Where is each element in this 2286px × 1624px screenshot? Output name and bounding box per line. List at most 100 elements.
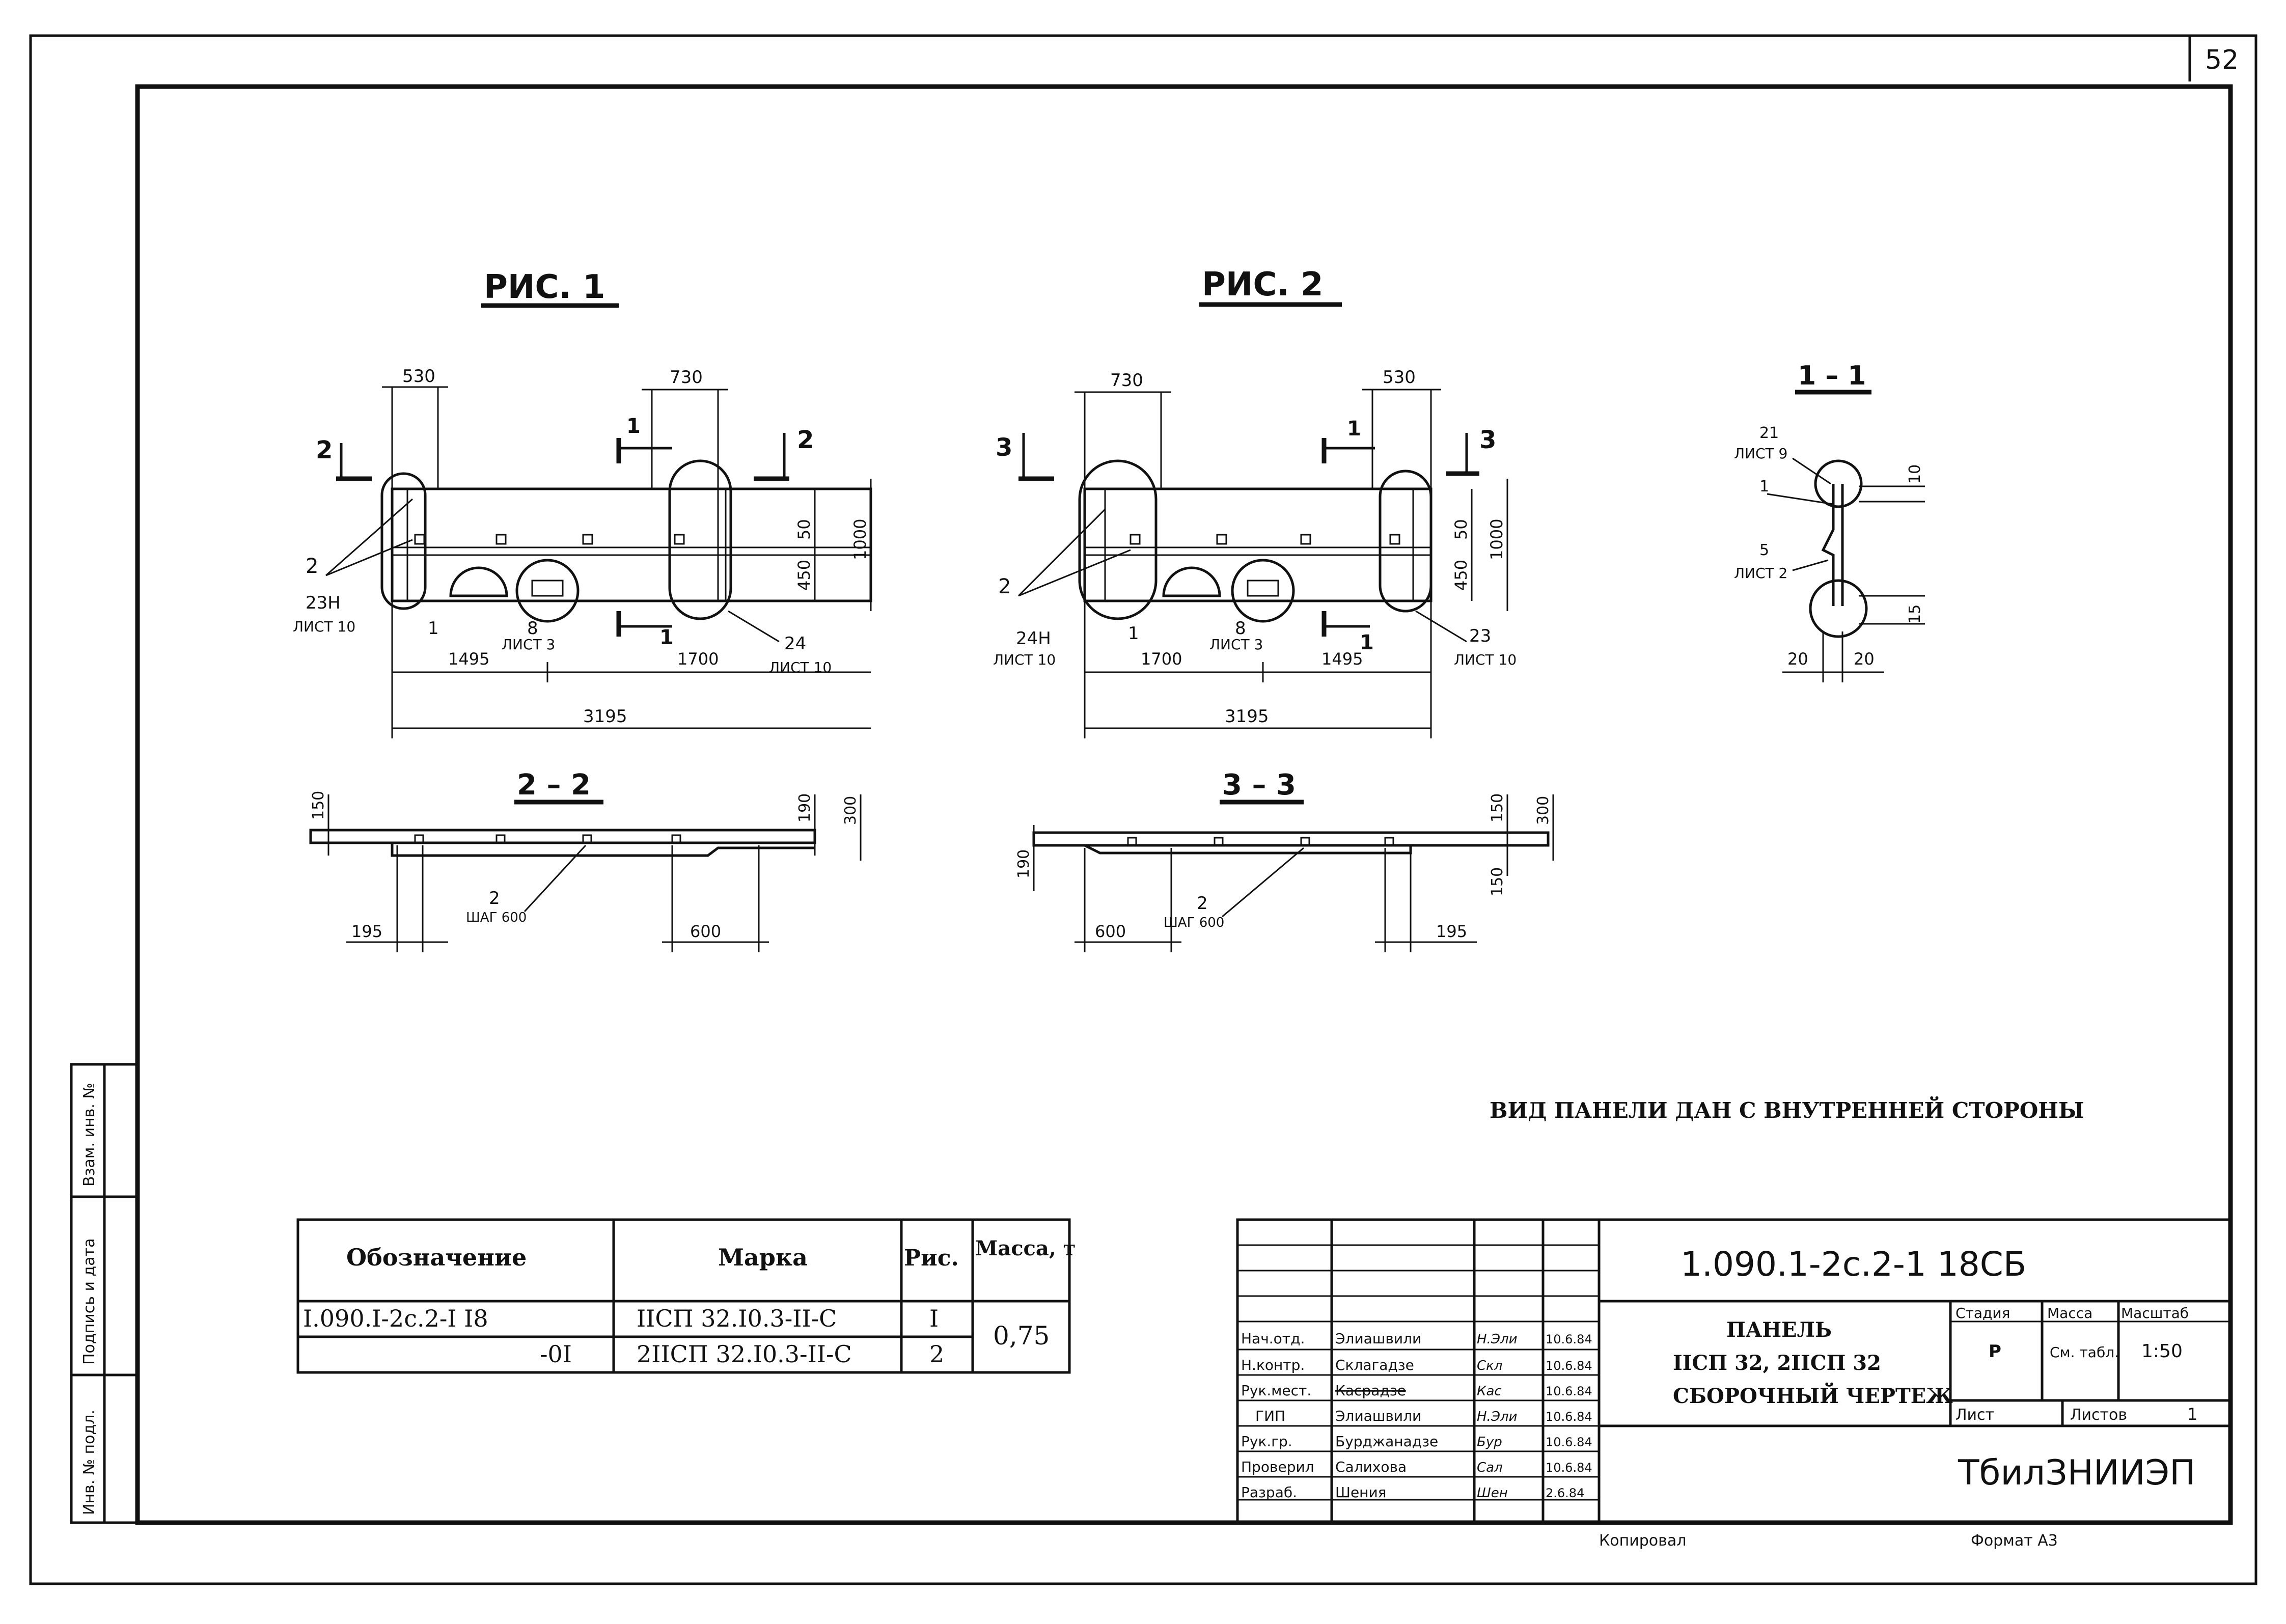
title-line-3: СБОРОЧНЫЙ ЧЕРТЕЖ xyxy=(1673,1383,1953,1408)
spec-row2-fig: 2 xyxy=(929,1340,944,1368)
title-line-2: IIСП 32, 2IIСП 32 xyxy=(1673,1351,1881,1375)
spec-row2-mark: 2IIСП 32.I0.3-II-С xyxy=(637,1340,852,1368)
title_block-staff-1-sign-label: Скл xyxy=(1477,1358,1502,1373)
rect-shape xyxy=(674,534,685,545)
spec-row2-designation: -0I xyxy=(540,1340,572,1368)
spec-row1-designation: I.090.I-2с.2-I I8 xyxy=(303,1305,488,1332)
spec-header-mark: Марка xyxy=(718,1244,808,1271)
figures-fig2-dims-d1495-label: 1495 xyxy=(1321,649,1363,669)
figures-section33-dims-d190-label: 190 xyxy=(1015,849,1033,878)
rect-shape xyxy=(296,1218,1071,1374)
title_block-staff-2-role-label: Рук.мест. xyxy=(1241,1382,1311,1399)
figures-fig2-dims-d1700-label: 1700 xyxy=(1141,649,1182,669)
figures-fig2-callouts-list10a-label: ЛИСТ 10 xyxy=(993,651,1056,668)
rect-shape xyxy=(1389,534,1400,545)
figures-fig1-dims-d450-label: 450 xyxy=(794,560,814,591)
fig1-right-callout xyxy=(668,459,732,620)
rect-shape xyxy=(414,834,424,844)
line-shape xyxy=(1792,457,1831,485)
figures-fig1-callouts-pos24-label: 24 xyxy=(784,634,806,654)
inner-frame xyxy=(135,84,2233,1525)
figures-section22-callout_step-label: ШАГ 600 xyxy=(466,910,527,925)
line-shape xyxy=(524,844,587,913)
rect-shape xyxy=(1214,837,1224,847)
rect-shape xyxy=(1300,534,1311,545)
figures-section33-dims-d195-label: 195 xyxy=(1436,922,1467,941)
title_block-staff-6-sign-label: Шен xyxy=(1477,1485,1508,1501)
figures-section11-dims-d20b-label: 20 xyxy=(1854,649,1875,669)
rect-shape xyxy=(582,534,593,545)
title_block-staff-0-date-label: 10.6.84 xyxy=(1546,1332,1592,1346)
figures-fig2-dims-d3195-label: 3195 xyxy=(1225,706,1269,727)
spec-header-fig: Рис. xyxy=(904,1245,959,1271)
figures-fig2-dims-d450-label: 450 xyxy=(1451,560,1471,591)
rect-shape xyxy=(582,834,592,844)
rect-shape xyxy=(1216,534,1227,545)
figures-fig1-callouts-pos2-label: 2 xyxy=(306,555,318,578)
sheets-label: Листов xyxy=(2070,1406,2127,1424)
rect-shape xyxy=(1300,837,1310,847)
figures-section11-callouts-list9-label: ЛИСТ 9 xyxy=(1734,445,1787,462)
rect-shape xyxy=(495,834,506,844)
mass-value: См. табл. xyxy=(2050,1344,2119,1361)
title_block-staff-5-sign-label: Сал xyxy=(1477,1460,1503,1475)
title_block-staff-1-role-label: Н.контр. xyxy=(1241,1357,1305,1373)
figures-fig1-callouts-list10b-label: ЛИСТ 10 xyxy=(769,659,832,676)
title_block-staff-5-name-label: Салихова xyxy=(1335,1458,1407,1475)
section-1-1: 1 – 1 21 ЛИСТ 9 1 5 ЛИСТ 2 10 15 20 20 xyxy=(1734,361,1925,682)
section22-title: 2 – 2 xyxy=(517,768,591,802)
rect-shape xyxy=(1130,534,1141,545)
figures-fig1-dims-d1000-label: 1000 xyxy=(850,519,870,560)
rect-shape xyxy=(1236,1218,2232,1524)
sheet-number: 52 xyxy=(2205,45,2239,75)
title-block: 1.090.1-2с.2-1 18СБ ПАНЕЛЬ IIСП 32, 2IIС… xyxy=(1236,1218,2232,1524)
spec-row1-fig: I xyxy=(929,1305,939,1332)
figures-fig2-callouts-pos1-label: 1 xyxy=(1128,623,1139,644)
line-shape xyxy=(1792,559,1829,571)
fig2-left-callout xyxy=(1078,459,1158,620)
org-name: ТбилЗНИИЭП xyxy=(1958,1453,2195,1493)
figures-fig1-callouts-pos23-label: 23Н xyxy=(306,593,341,613)
title_block-staff-2-sign-label: Кас xyxy=(1477,1384,1502,1399)
figures-section22-dims-d300-label: 300 xyxy=(842,796,860,825)
figures-fig2-dims-d1000-label: 1000 xyxy=(1487,519,1506,560)
spec-header-designation: Обозначение xyxy=(346,1244,527,1271)
figures-section22-dims-d150-label: 150 xyxy=(310,791,327,820)
figures-section33-callout_step-label: ШАГ 600 xyxy=(1164,915,1224,930)
footer-format: Формат А3 xyxy=(1971,1532,2058,1550)
side-stamp-replace: Взам. инв. № xyxy=(80,1083,98,1187)
figures-section22-dims-d195-label: 195 xyxy=(351,922,382,941)
fig1-detail-circle-8 xyxy=(515,559,580,623)
title_block-staff-4-date-label: 10.6.84 xyxy=(1546,1435,1592,1449)
side-stamp-signature: Подпись и дата xyxy=(80,1238,98,1365)
line-shape xyxy=(1222,847,1304,918)
figures-section22-callout_pos-label: 2 xyxy=(489,888,500,909)
spec-table: Обозначение Марка Рис. Масса, т I.090.I-… xyxy=(296,1218,1076,1374)
figures-section11-dims-d15-label: 15 xyxy=(1906,604,1924,624)
figures-section11-callouts-pos21-label: 21 xyxy=(1759,424,1779,442)
figures-fig1-dims-d530-label: 530 xyxy=(402,366,435,387)
figures-fig2-cut_1-label: 1 xyxy=(1347,417,1361,441)
spec-header-mass: Масса, т xyxy=(975,1236,1076,1260)
outer-frame xyxy=(29,34,2257,1585)
figures-section33-dims-d150a-label: 150 xyxy=(1489,793,1506,822)
figures-fig2-callouts-list10b-label: ЛИСТ 10 xyxy=(1454,651,1517,668)
path-shape xyxy=(391,843,815,857)
stage-label: Стадия xyxy=(1956,1305,2010,1322)
title_block-staff-4-name-label: Бурджанадзе xyxy=(1335,1433,1438,1450)
title_block-staff-0-sign-label: Н.Эли xyxy=(1477,1332,1518,1347)
side-stamp-inv: Инв. № подл. xyxy=(80,1410,98,1515)
figures-fig2-callouts-pos8-label: 8 xyxy=(1235,618,1246,639)
figures-fig2-callouts-pos24-label: 24Н xyxy=(1016,628,1051,649)
figures-section33-dims-d600-label: 600 xyxy=(1095,922,1126,941)
line-shape xyxy=(1018,549,1131,597)
path-shape xyxy=(449,566,508,597)
title_block-staff-3-sign-label: Н.Эли xyxy=(1477,1409,1518,1424)
spec-row1-mark: IIСП 32.I0.3-II-С xyxy=(637,1305,837,1332)
fig2-title: РИС. 2 xyxy=(1202,266,1324,304)
title_block-staff-2-date-label: 10.6.84 xyxy=(1546,1384,1592,1398)
figures-fig1-cut_2-label: 2 xyxy=(797,426,814,454)
section33-title: 3 – 3 xyxy=(1222,768,1296,802)
section-2-2: 2 – 2 150 190 300 195 600 2 ШАГ 600 xyxy=(309,768,862,952)
